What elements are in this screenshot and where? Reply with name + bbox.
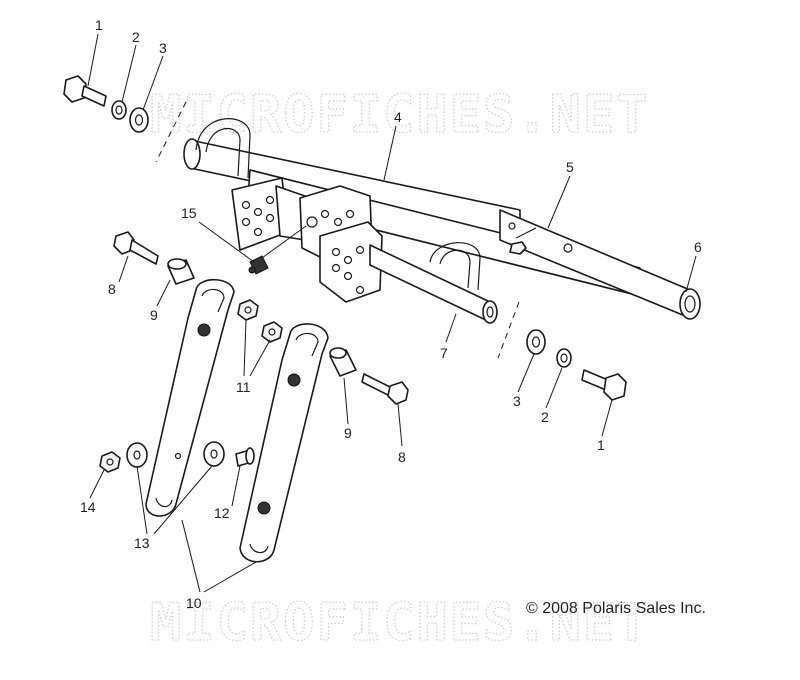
bolt-part-8-left	[113, 231, 159, 265]
pivot-bracket-right	[319, 221, 383, 303]
leader-lines	[87, 33, 697, 593]
callout-1-top: 1	[95, 17, 103, 33]
callout-14: 14	[80, 499, 96, 515]
watermark-top: MICROFICHES.NET	[150, 85, 650, 145]
callout-1-right: 1	[597, 437, 605, 453]
bolt-part-8-middle	[361, 373, 409, 405]
flat-washer-part-3-top	[129, 107, 149, 133]
bolt-part-1-right	[581, 369, 627, 401]
callout-13: 13	[134, 535, 150, 551]
pivot-shaft-part-7	[369, 244, 498, 324]
callout-5: 5	[566, 159, 574, 175]
callout-2-right: 2	[541, 409, 549, 425]
callout-11: 11	[236, 379, 251, 395]
callout-8-middle: 8	[398, 449, 406, 465]
washer-part-13-a	[126, 442, 148, 468]
callout-12: 12	[214, 505, 230, 521]
bolt-part-1-top	[63, 75, 107, 107]
callout-3-right: 3	[513, 393, 521, 409]
bushing-part-9-left	[167, 258, 195, 285]
link-arm-part-10-right	[239, 323, 329, 563]
pin-part-12	[235, 447, 255, 467]
nut-part-11-b	[261, 321, 283, 343]
callout-7: 7	[440, 345, 448, 361]
nut-part-5	[509, 241, 527, 255]
callout-4: 4	[394, 109, 402, 125]
callout-2-top: 2	[132, 29, 140, 45]
link-arm-part-10-left	[145, 279, 235, 517]
callout-labels: 1 2 3 4 5 6 7 8 9 10 11 12 13 14 15 3 2 …	[80, 17, 702, 611]
washer-part-13-b	[203, 441, 225, 467]
lock-washer-part-2-top	[111, 100, 127, 120]
pivot-bracket-left	[231, 177, 306, 251]
copyright-text: © 2008 Polaris Sales Inc.	[526, 600, 706, 617]
bushing-part-9-middle	[329, 347, 357, 377]
callout-9-middle: 9	[344, 425, 352, 441]
watermark-bottom: MICROFICHES.NET	[150, 593, 650, 653]
callout-6: 6	[694, 239, 702, 255]
lock-washer-part-2-right	[556, 348, 572, 368]
callout-3-top: 3	[159, 40, 167, 56]
callout-15: 15	[181, 205, 197, 221]
callout-10: 10	[186, 595, 202, 611]
flat-washer-part-3-right	[526, 329, 546, 355]
callout-9-left: 9	[150, 307, 158, 323]
grease-fitting-part-15	[248, 255, 269, 275]
nut-part-14	[99, 451, 121, 473]
callout-8-left: 8	[108, 281, 116, 297]
nut-part-11-a	[237, 299, 259, 321]
